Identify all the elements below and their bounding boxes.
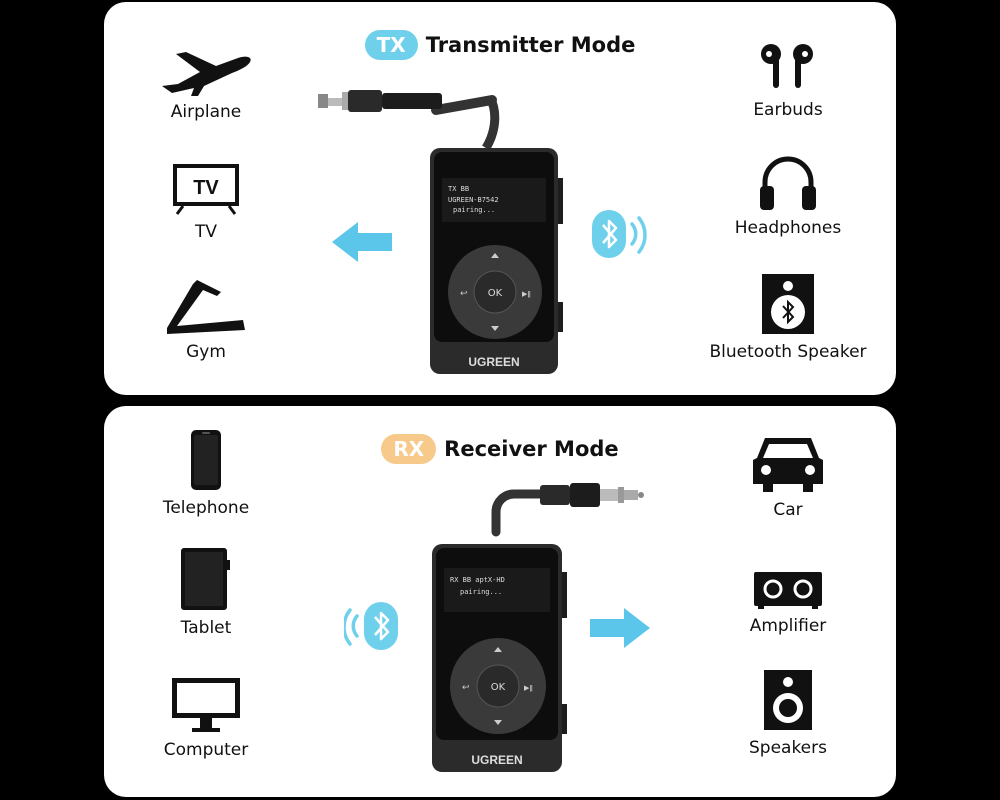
svg-text:▶ǁ: ▶ǁ [522,290,531,298]
receiver-mode-title: Receiver Mode [444,437,619,461]
device-label: Airplane [170,102,242,122]
device-amplifier: Amplifier [698,570,878,636]
tv-icon: TV [173,164,239,215]
car-icon [753,438,823,492]
device-speakers: Speakers [698,668,878,758]
transmitter-mode-title: Transmitter Mode [425,33,636,57]
device-label: Computer [163,740,249,760]
device-label: Telephone [162,498,250,518]
device-label: Headphones [734,218,842,238]
device-gym: Gym [116,278,296,362]
device-tablet: Tablet [116,546,296,638]
tx-screen-line1: TX BB [448,185,469,193]
svg-text:▶ǁ: ▶ǁ [524,684,533,692]
device-tv: TV TV [116,162,296,242]
device-label: Speakers [748,738,827,758]
transmitter-mode-heading: TX Transmitter Mode [104,30,896,64]
svg-text:↩: ↩ [462,683,470,693]
tx-screen-line3: pairing... [453,206,495,214]
tx-screen-line2: UGREEN-B7542 [448,196,499,204]
rx-screen-line2: pairing... [460,588,502,596]
device-label: Amplifier [749,616,827,636]
rx-ok-button-label: OK [491,682,506,693]
svg-text:↩: ↩ [460,289,468,299]
computer-icon [172,678,240,732]
tx-badge: TX [364,30,418,60]
device-label: TV [194,222,217,242]
bluetooth-signal-icon [344,602,398,650]
transmitter-mode-panel: TX Transmitter Mode Airplane TV TV Gym [104,2,896,395]
arrow-right-icon [590,608,650,648]
tv-icon-text: TV [193,177,219,199]
device-bluetooth-speaker: Bluetooth Speaker [698,272,878,362]
device-car: Car [698,434,878,520]
bluetooth-speaker-icon [762,274,814,334]
device-label: Bluetooth Speaker [709,342,867,362]
bluetooth-signal-icon [592,210,647,258]
device-telephone: Telephone [116,428,296,518]
amplifier-icon [754,572,822,609]
device-label: Car [773,500,803,520]
device-computer: Computer [116,676,296,760]
airplane-icon [162,52,251,96]
bluetooth-receiver-device: RX BB aptX-HD pairing... OK ↩ ▶ǁ UGREEN [432,483,644,772]
bluetooth-transmitter-device: TX BB UGREEN-B7542 pairing... OK ↩ ▶ǁ UG… [318,90,563,374]
device-airplane: Airplane [116,46,296,122]
speakers-icon [764,670,812,730]
device-label: Earbuds [753,100,823,120]
tx-ok-button-label: OK [488,288,503,299]
device-headphones: Headphones [698,152,878,238]
arrow-left-icon [332,222,392,262]
treadmill-icon [167,280,245,334]
receiver-mode-panel: RX Receiver Mode Telephone Tablet Compute… [104,406,896,797]
rx-screen-line1: RX BB aptX-HD [450,576,505,584]
rx-badge: RX [381,434,437,464]
tx-brand-label: UGREEN [468,355,519,369]
tablet-icon [181,548,230,610]
device-label: Tablet [180,618,232,638]
receiver-mode-heading: RX Receiver Mode [104,434,896,468]
device-earbuds: Earbuds [698,42,878,120]
headphones-icon [760,156,816,210]
rx-brand-label: UGREEN [471,753,522,767]
telephone-icon [191,430,221,490]
device-label: Gym [186,342,226,362]
earbuds-icon [761,44,813,88]
